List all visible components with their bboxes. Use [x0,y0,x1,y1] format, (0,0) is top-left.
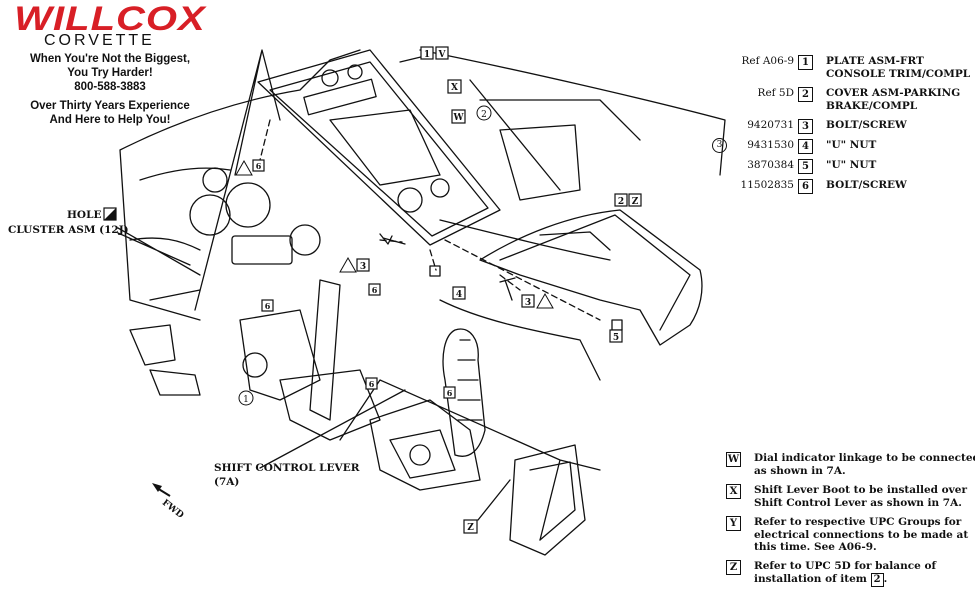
cluster-label: CLUSTER ASM (12J) [8,224,129,236]
svg-text:X: X [451,83,458,93]
callout-z-bottom: Z [463,519,478,534]
svg-text:6: 6 [369,379,375,389]
shift-control-ref: (7A) [214,476,240,488]
gauge-2 [225,182,271,228]
callout-v-box: V [435,46,449,60]
fwd-arrow-icon [152,483,171,497]
callout-circle-2: 2 [476,105,492,121]
shift-leader [259,389,406,469]
support-bracket [509,444,586,556]
svg-text:V: V [438,50,447,60]
callout-circle-1: 1 [238,390,254,406]
callout-6-top: 6 [235,159,265,176]
svg-text:2: 2 [618,197,624,207]
svg-text:Z: Z [467,523,474,533]
svg-text:W: W [452,113,464,123]
callout-6-c: 6 [365,377,378,390]
svg-text:6: 6 [372,285,378,295]
svg-text:Z: Z [632,197,639,207]
svg-text:6: 6 [265,301,271,311]
svg-text:5: 5 [613,333,619,343]
cluster-leaders [194,49,281,311]
willcox-logo: WILLCOX CORVETTE When You're Not the Big… [4,2,216,127]
callout-6-d: 6 [443,386,456,399]
gauge-3 [289,224,321,256]
logo-sub: CORVETTE [44,32,155,49]
svg-text:3: 3 [360,262,366,272]
svg-text:3: 3 [525,298,531,308]
callout-w-box: W [451,109,466,124]
hole-marker-icon [103,207,117,221]
hole-leader [117,227,201,276]
svg-text:1: 1 [424,50,430,60]
instrument-panel-outline [119,49,361,321]
svg-text:4: 4 [456,290,462,300]
callout-3-left: 3 [339,256,370,273]
center-bracket [239,279,341,421]
left-bracket [129,324,201,396]
tagline-2: You Try Harder! [67,67,153,79]
callout-6-a: 6 [261,299,274,312]
callout-1-box: 1 [420,46,434,60]
gauge-1 [189,194,231,236]
console-trim-plate [257,49,501,246]
bolt-3-right [499,277,516,301]
tagline-1: When You're Not the Biggest, [29,53,191,65]
tagline-4: And Here to Help You! [49,114,171,126]
phone-number: 800-588-3883 [74,81,146,93]
u-nut-4 [429,265,441,277]
shift-control-label: SHIFT CONTROL LEVER [214,462,360,474]
tagline-3: Over Thirty Years Experience [30,100,190,112]
callout-4-box: 4 [452,286,466,300]
parking-brake-cover [479,209,703,346]
shifter-mechanism [369,399,481,491]
svg-text:6: 6 [447,388,453,398]
callout-x-box: X [447,79,462,94]
right-dash [419,49,726,201]
gauge-4 [202,167,228,193]
bolt-3-left [379,233,406,245]
u-nut-5 [611,319,623,331]
callout-2z-box: 2 Z [614,193,642,207]
callout-5-box: 5 [609,329,623,343]
svg-text:6: 6 [256,161,262,171]
callout-6-b: 6 [368,283,381,296]
callout-3-right: 3 [521,292,554,309]
logo-name: WILLCOX [14,0,206,38]
alignment-dashes [259,119,601,321]
console-box [339,299,601,541]
radio-slot [231,235,293,265]
svg-text:2: 2 [481,110,487,120]
hole-label: HOLE [67,209,102,221]
svg-text:1: 1 [243,395,249,405]
legend-circle-3: 3 [712,138,727,153]
